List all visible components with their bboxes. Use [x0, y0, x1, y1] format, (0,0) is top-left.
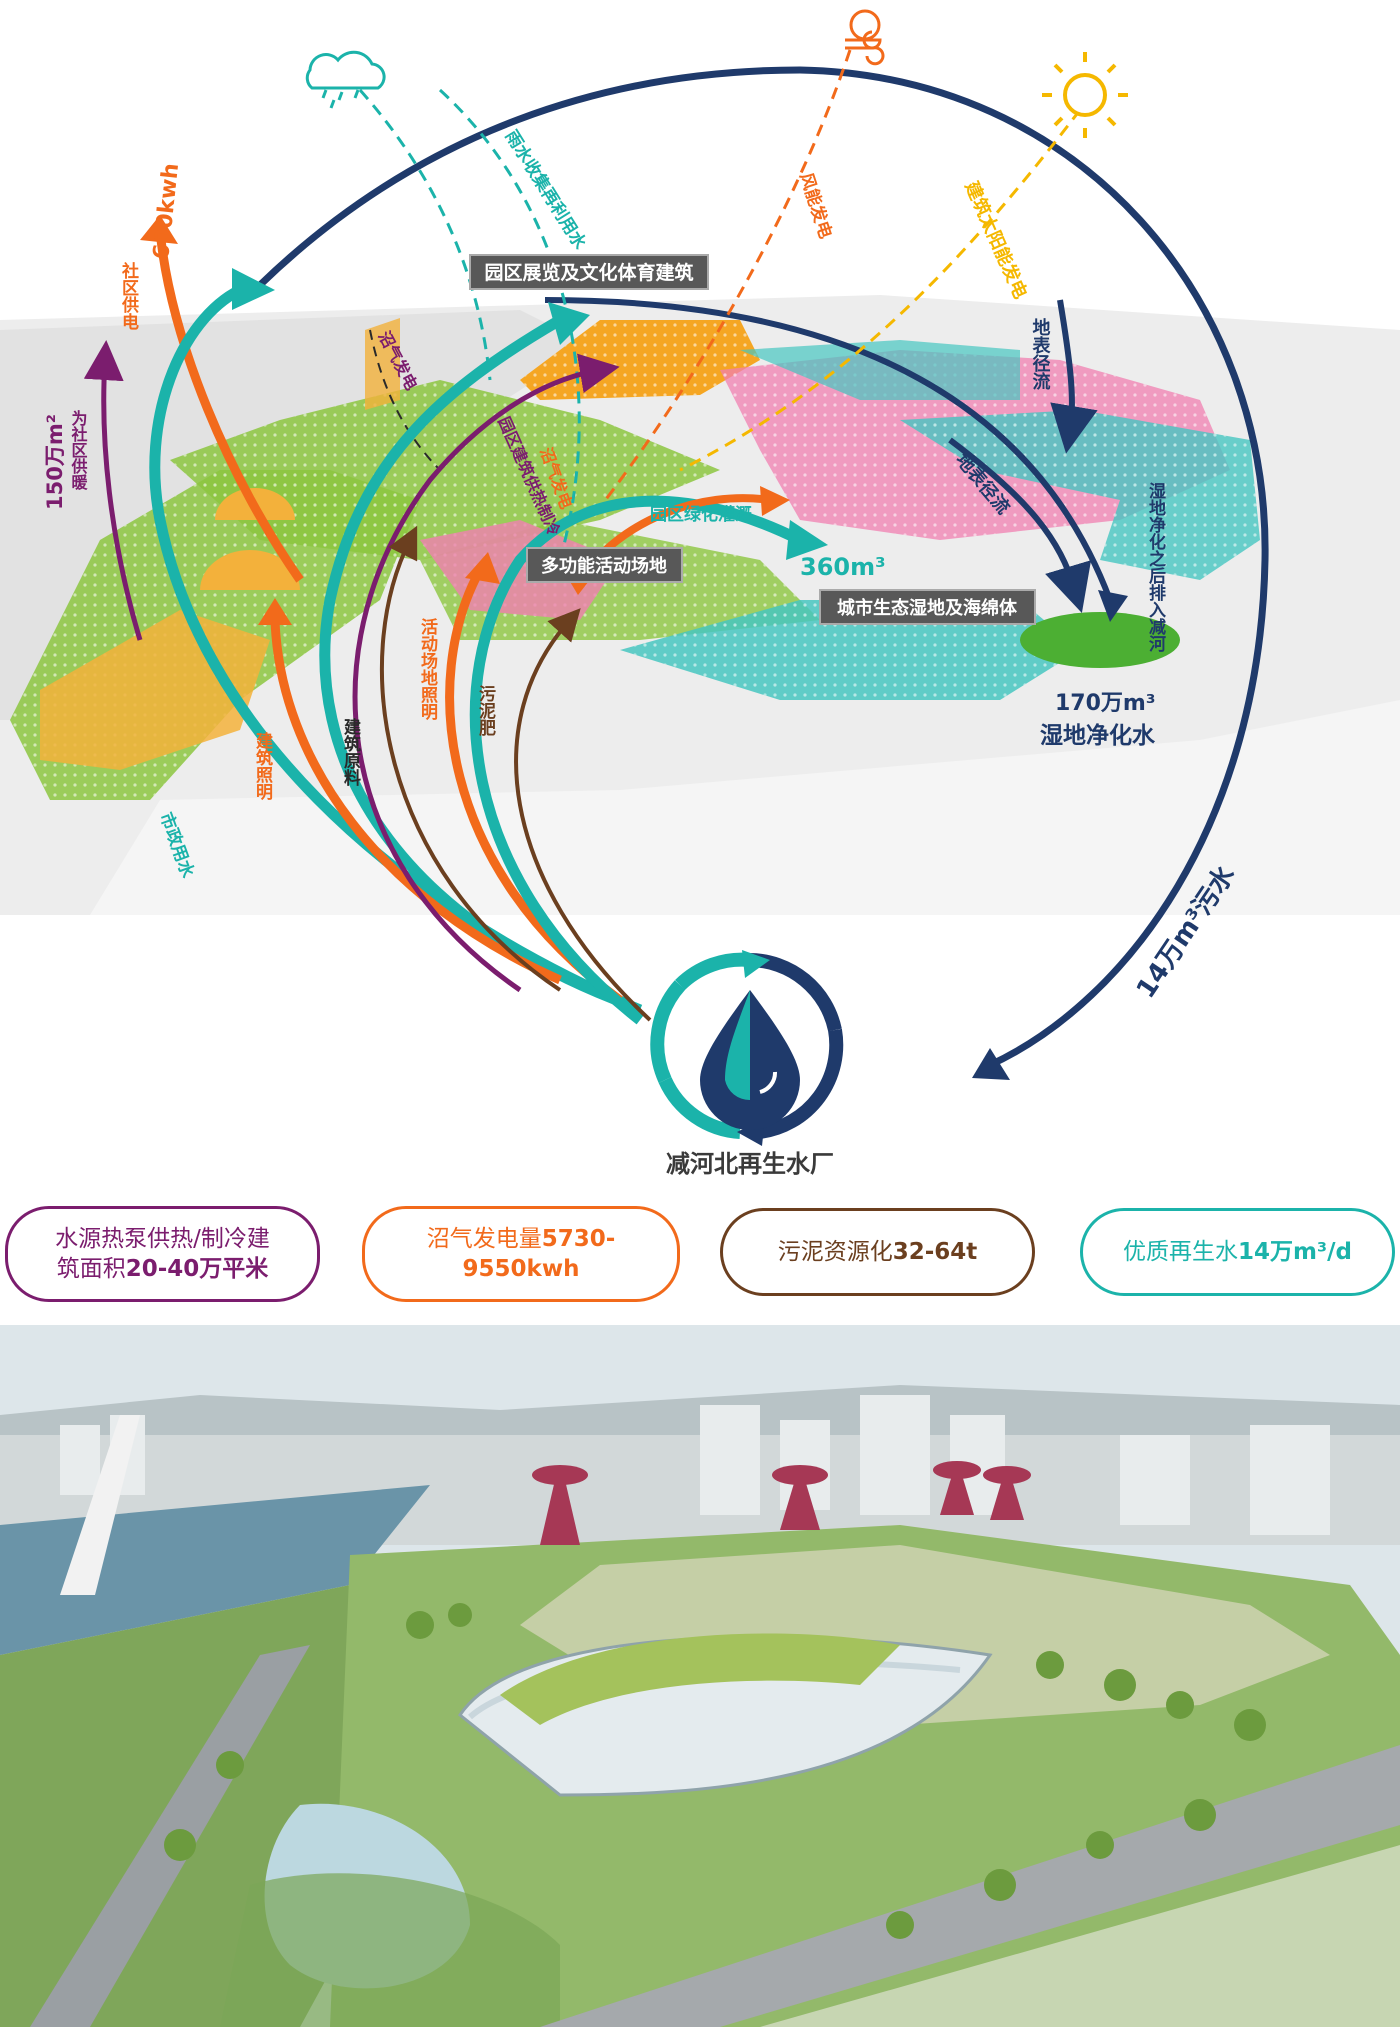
community-power-arrow: [155, 229, 304, 583]
wetland-label-box: 城市生态湿地及海绵体: [819, 589, 1036, 625]
heating-value-label: 150万m²: [43, 414, 67, 510]
resource-cycle-diagram: 园区展览及文化体育建筑 多功能活动场地 城市生态湿地及海绵体 雨水收集再利用水 …: [0, 9, 1400, 1178]
plant-name: 减河北再生水厂: [666, 1150, 834, 1178]
irrigation-value: 360m³: [800, 553, 886, 581]
rain-label: 雨水收集再利用水: [501, 127, 591, 254]
building-heating-arc: [319, 315, 632, 1011]
svg-text:多功能活动场地: 多功能活动场地: [541, 555, 667, 577]
runoff-arc: [544, 297, 1113, 602]
irrigation-label: 园区绿化灌溉: [650, 504, 752, 525]
power-value-label: 600kwh: [149, 162, 184, 261]
sludge-fertilizer-label: 污泥肥: [475, 684, 496, 737]
wind-label: 风能发电: [795, 170, 836, 241]
community-heating-arrow: [83, 340, 143, 641]
wetland-value: 170万m³: [1055, 691, 1155, 716]
solar-flow-line: [679, 109, 1082, 472]
aerial-rendering: [0, 1325, 1400, 2027]
pill-biogas: 沼气发电量5730- 9550kwh: [362, 1206, 680, 1302]
rain-flow-line: [358, 89, 492, 381]
activity-lighting-label: 活动场地照明: [417, 617, 438, 721]
svg-text:园区展览及文化体育建筑: 园区展览及文化体育建筑: [484, 261, 693, 284]
multi-venue-label-box: 多功能活动场地: [526, 547, 683, 583]
svg-text:城市生态湿地及海绵体: 城市生态湿地及海绵体: [837, 597, 1018, 619]
wind-icon: [845, 9, 885, 66]
sludge-fertilizer-arc: [514, 608, 652, 1022]
heating-community-label: 为社区供暖: [69, 409, 89, 491]
water-cycle-logo: [650, 950, 844, 1146]
wetland-water-label: 湿地净化水: [1040, 722, 1156, 749]
runoff-arrow-2: [948, 437, 1092, 613]
sewage-arrow-head: [972, 1048, 1010, 1080]
thermal-flow-dashed: [369, 329, 441, 471]
building-material-arc: [379, 525, 562, 992]
pill-heat-pump: 水源热泵供热/制冷建 筑面积20-40万平米: [5, 1206, 320, 1302]
sewage-flow-arc: [257, 66, 1269, 1069]
building-material-label: 建筑原料: [340, 717, 361, 787]
wetland-discharge-label: 湿地净化之后排入减河: [1145, 482, 1166, 653]
rain-flow-line-2: [438, 88, 581, 561]
building-lighting-label: 建筑照明: [252, 731, 273, 801]
heating-cooling-arc: [352, 353, 620, 993]
building-lighting-arc: [270, 619, 562, 985]
rain-cloud-icon: [305, 50, 386, 109]
community-power-label: 社区供电: [118, 261, 140, 330]
sun-icon: [1042, 52, 1128, 138]
building-label-box: 园区展览及文化体育建筑: [469, 254, 709, 290]
runoff-arrow-1: [1050, 299, 1098, 454]
site-map: [0, 295, 1400, 915]
wind-flow-line: [588, 49, 852, 521]
runoff-label-1: 地表径流: [1030, 317, 1051, 390]
